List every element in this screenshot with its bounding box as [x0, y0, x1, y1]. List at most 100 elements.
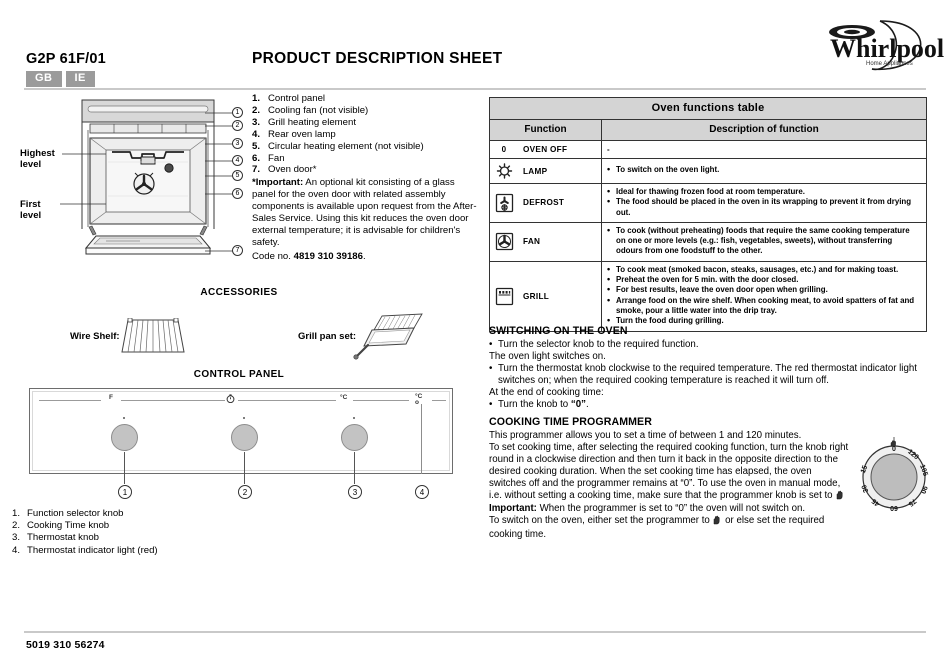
knob-zero-post: . [585, 398, 589, 410]
service-code-suffix: . [362, 250, 366, 262]
cp-stem-2 [244, 452, 245, 484]
first-level-line2: level [20, 210, 42, 221]
important-note-text: An optional kit consisting of a glass pa… [252, 177, 477, 248]
description-bullets: To switch on the oven light. [607, 164, 921, 175]
cp-stem-1 [124, 452, 125, 484]
table-header-row: Function Description of function [489, 119, 927, 141]
important-note-label: *Important: [252, 177, 304, 189]
part-label: Cooling fan (not visible) [268, 104, 369, 116]
legend-number: 4. [12, 544, 21, 556]
callout-2: 2 [232, 120, 243, 131]
legend-item: 3. Thermostat knob [12, 532, 312, 544]
switching-on-bullet-3: Turn the knob to “0”. [489, 399, 927, 411]
description-bullet: For best results, leave the oven door op… [607, 284, 921, 295]
callout-1: 1 [232, 107, 243, 118]
switching-on-heading: SWITCHING ON THE OVEN [489, 325, 628, 337]
programmer-p2-part-a: To set cooking time, after selecting the… [489, 441, 849, 501]
description-cell: To cook (without preheating) foods that … [601, 221, 927, 262]
description-bullets: To cook meat (smoked bacon, steaks, saus… [607, 264, 921, 327]
timer-tick-45: 45 [871, 497, 882, 507]
table-caption-row: Oven functions table [489, 97, 927, 120]
cp-callout-1: 1 [118, 485, 132, 499]
document-code: 5019 310 56274 [26, 639, 105, 651]
timer-tick-60: 60 [890, 504, 898, 511]
cp-callout-3: 3 [348, 485, 362, 499]
svg-text:Whirlpool: Whirlpool [830, 34, 944, 63]
part-number: 2. [252, 104, 261, 116]
description-cell: - [601, 140, 927, 159]
legend-label: Function selector knob [27, 508, 124, 519]
zero-glyph: 0 [501, 145, 507, 154]
part-label: Grill heating element [268, 116, 356, 128]
description-bullet: Ideal for thawing frozen food at room te… [607, 186, 921, 197]
fan-icon [494, 232, 514, 251]
part-number: 3. [252, 116, 261, 128]
highest-level-line2: level [20, 159, 42, 170]
description-plain: - [607, 144, 610, 154]
defrost-icon [494, 193, 514, 213]
programmer-p3-part-a: To switch on the oven, either set the pr… [489, 515, 713, 527]
function-name: DEFROST [523, 198, 565, 208]
knob-zero-value: “0” [570, 398, 586, 410]
function-name: FAN [523, 237, 541, 247]
description-bullet: Turn the food during grilling. [607, 315, 921, 326]
manual-hand-icon [835, 490, 845, 504]
cp-symbol-function: F [106, 394, 116, 401]
switching-on-line-4: At the end of cooking time: [489, 386, 604, 398]
indicator-light-stem [421, 404, 422, 474]
function-cell: GRILL [489, 260, 602, 332]
parts-list-item: 7. Oven door* [252, 164, 477, 176]
part-number: 5. [252, 140, 261, 152]
description-bullet: Preheat the oven for 5 min. with the doo… [607, 274, 921, 285]
function-cell: DEFROST [489, 183, 602, 223]
parts-list: 1. Control panel 2. Cooling fan (not vis… [252, 93, 477, 263]
part-number: 4. [252, 128, 261, 140]
function-selector-knob[interactable] [111, 424, 138, 451]
table-row: LAMP To switch on the oven light. [489, 158, 927, 184]
thermostat-knob[interactable] [341, 424, 368, 451]
wire-shelf-icon [120, 317, 186, 361]
callout-6: 6 [232, 188, 243, 199]
grill-icon [494, 287, 514, 306]
badge-gb: GB [26, 71, 62, 87]
cp-indicator-degree: °C [415, 393, 423, 400]
cp-rule-4 [353, 400, 409, 401]
parts-list-item: 2. Cooling fan (not visible) [252, 105, 477, 117]
table-caption: Oven functions table [489, 97, 927, 120]
important-note: *Important: An optional kit consisting o… [252, 177, 477, 248]
cp-stem-3 [354, 452, 355, 484]
manual-hand-marker [890, 440, 896, 447]
brand-tagline: Home Appliances [866, 61, 913, 67]
part-label: Circular heating element (not visible) [268, 140, 424, 152]
knob-1-marker [123, 417, 125, 419]
programmer-important-label: Important: [489, 503, 537, 515]
description-bullet: The food should be placed in the oven in… [607, 196, 921, 218]
programmer-p2-part-c: When the programmer is set to “0” the ov… [536, 503, 806, 515]
description-cell: To switch on the oven light. [601, 158, 927, 184]
description-bullets: Ideal for thawing frozen food at room te… [607, 186, 921, 218]
wire-shelf-label: Wire Shelf: [70, 331, 120, 342]
timer-tick-90: 90 [919, 485, 928, 495]
col-header-description: Description of function [601, 119, 927, 141]
accessories-heading: ACCESSORIES [200, 287, 278, 298]
legend-label: Cooking Time knob [27, 520, 110, 532]
footer-divider [24, 631, 926, 633]
cp-rule-2 [121, 400, 225, 401]
label-highest-level: Highest level [20, 148, 55, 170]
legend-number: 1. [12, 508, 21, 519]
badge-ie: IE [65, 71, 95, 87]
programmer-knob-illustration: 0 120 105 90 75 60 45 30 15 [858, 437, 930, 513]
header-divider [24, 88, 926, 90]
diagram-leader-lines [205, 112, 233, 252]
parts-list-item: 4. Rear oven lamp [252, 129, 477, 141]
cooking-time-knob[interactable] [231, 424, 258, 451]
programmer-paragraph-3: To switch on the oven, either set the pr… [489, 515, 851, 541]
service-code-value: 4819 310 39186 [293, 250, 363, 262]
part-label: Control panel [268, 93, 326, 104]
description-cell: To cook meat (smoked bacon, steaks, saus… [601, 260, 927, 332]
part-number: 7. [252, 164, 261, 176]
callout-5: 5 [232, 170, 243, 181]
timer-tick-30: 30 [861, 484, 870, 494]
function-cell: FAN [489, 221, 602, 262]
